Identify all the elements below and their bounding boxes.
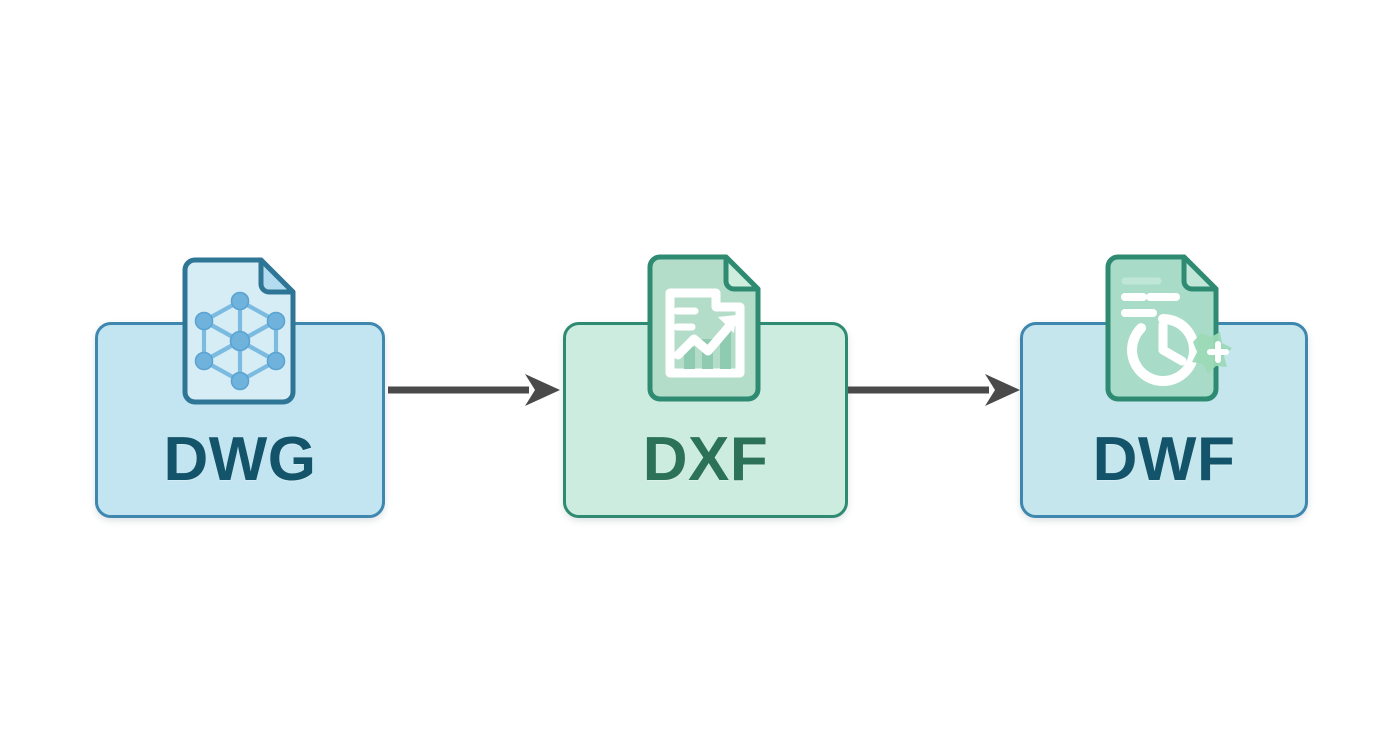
dwf-clock-document-icon: [1098, 254, 1232, 403]
connector-arrow-dxf-to-dwf: [848, 370, 1023, 410]
connector-arrow-dwg-to-dxf: [388, 370, 563, 410]
dxf-chart-document-icon: [640, 254, 770, 403]
dwg-network-document-icon: [175, 257, 305, 406]
flow-step-dwf-label: DWF: [1092, 425, 1236, 494]
flow-step-dxf[interactable]: DXF: [563, 322, 848, 518]
flow-step-dxf-label: DXF: [642, 425, 769, 494]
flow-step-dwg-label: DWG: [163, 425, 317, 494]
